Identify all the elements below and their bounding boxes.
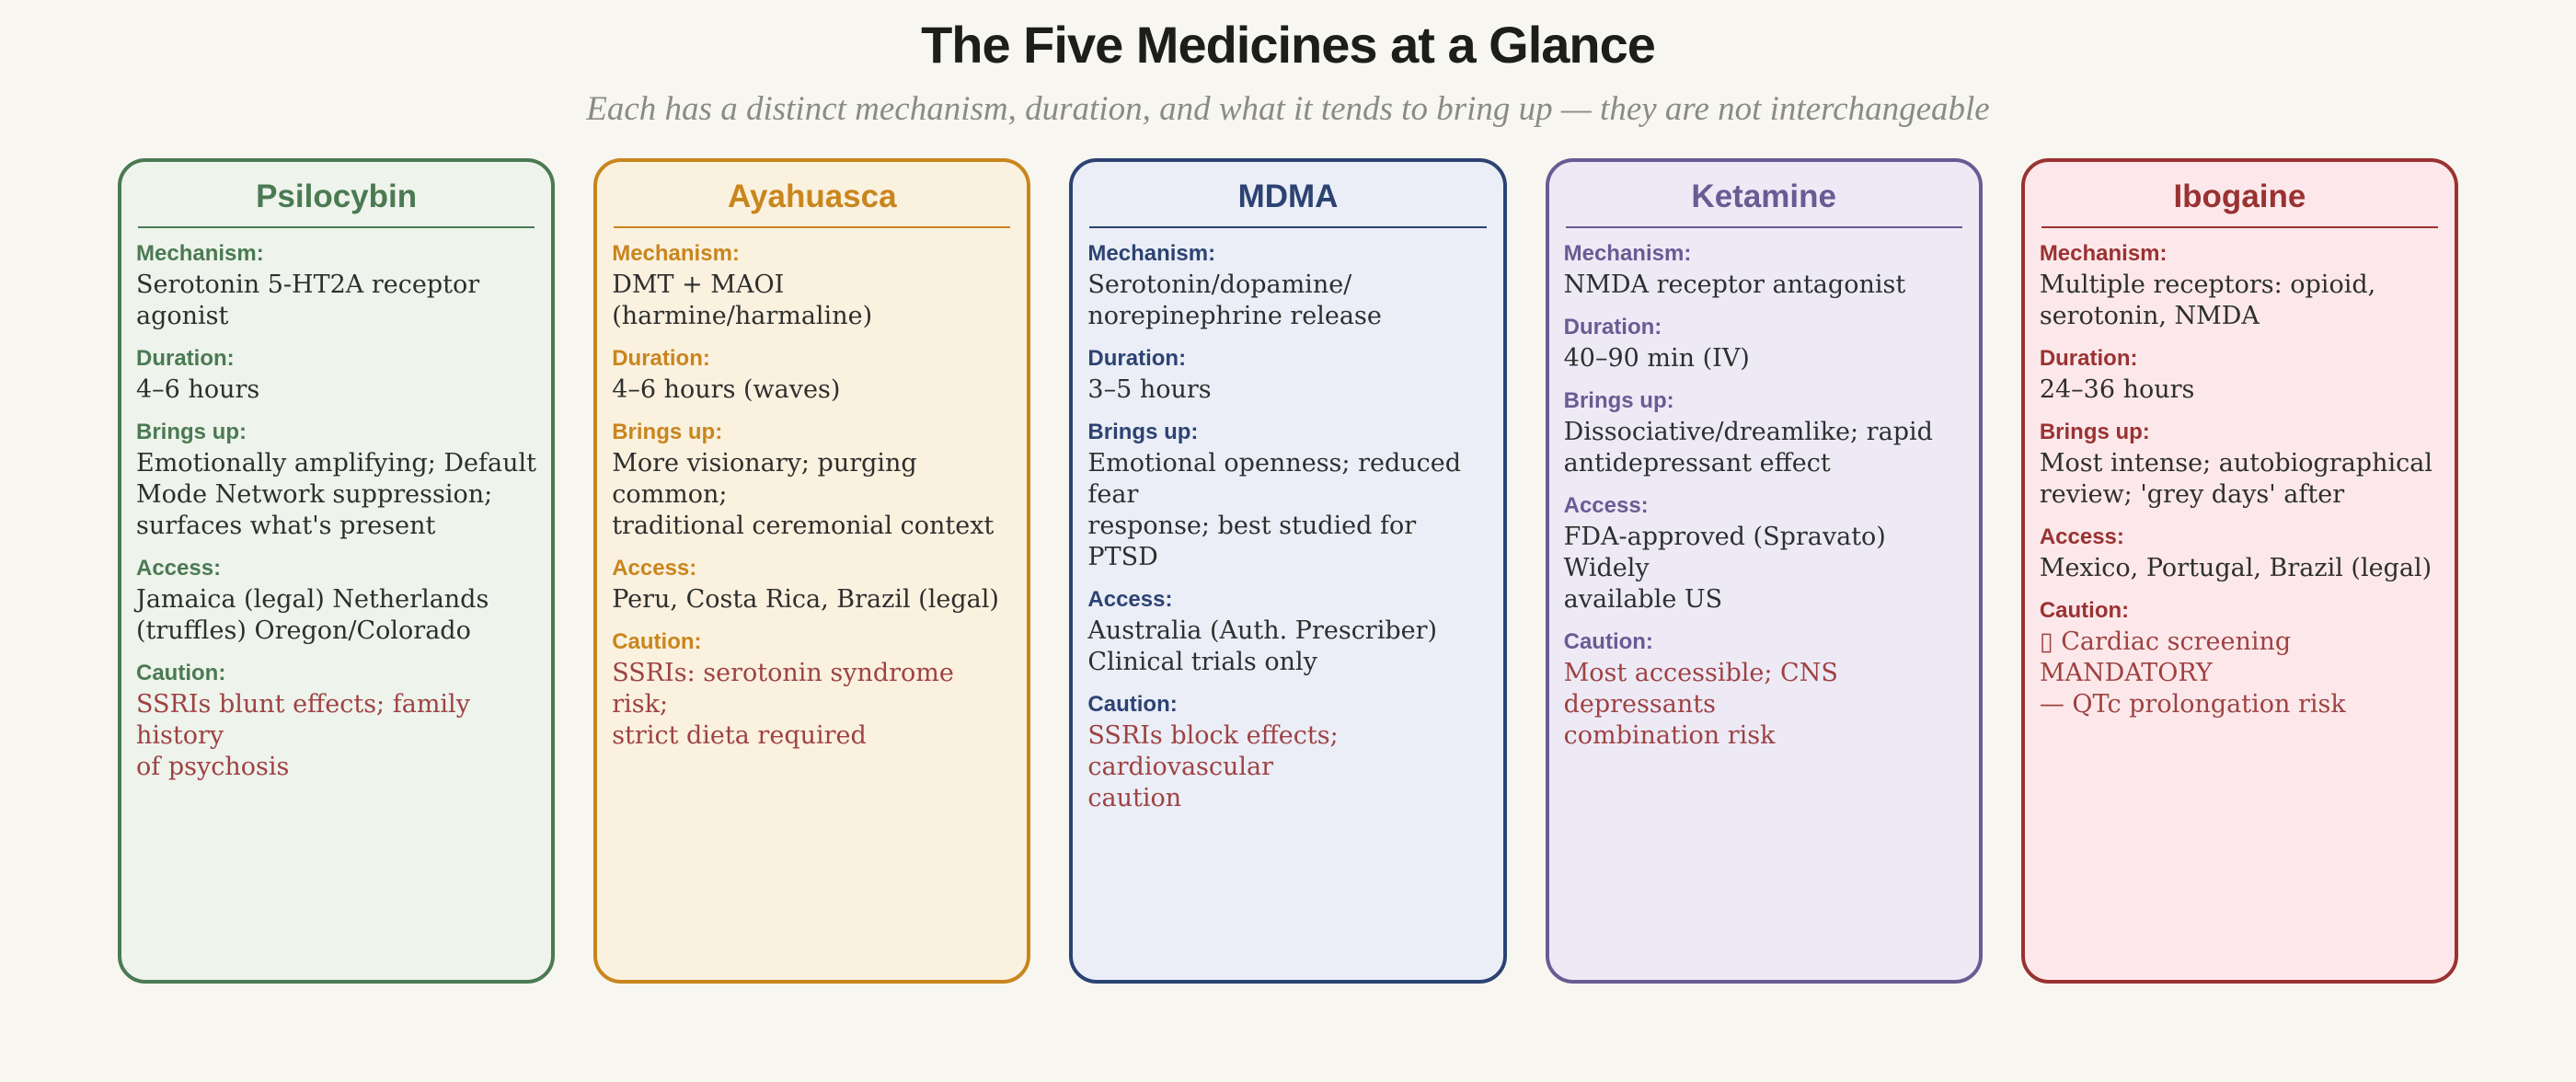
card-content: Mechanism: DMT + MAOI (harmine/harmaline… <box>597 228 1027 752</box>
section-caution: Caution: ▯ Cardiac screening MANDATORY —… <box>2040 598 2440 720</box>
caution-label: Caution: <box>1563 629 1653 654</box>
caution-value: ▯ Cardiac screening MANDATORY — QTc prol… <box>2039 627 2346 719</box>
mechanism-value: NMDA receptor antagonist <box>1563 270 1906 299</box>
duration-label: Duration: <box>1563 315 1662 340</box>
card-ayahuasca: Ayahuasca Mechanism: DMT + MAOI (harmine… <box>593 158 1031 984</box>
card-content: Mechanism: Multiple receptors: opioid, s… <box>2025 228 2455 720</box>
section-mechanism: Mechanism: Serotonin 5-HT2A receptor ago… <box>136 241 536 332</box>
access-value: Australia (Auth. Prescriber) Clinical tr… <box>1087 616 1438 676</box>
brings-up-label: Brings up: <box>2039 420 2150 444</box>
card-title-ibogaine: Ibogaine <box>2173 178 2306 214</box>
mechanism-value: DMT + MAOI (harmine/harmaline) <box>612 270 873 330</box>
section-caution: Caution: SSRIs: serotonin syndrome risk;… <box>612 629 1012 752</box>
duration-value: 3–5 hours <box>1087 375 1212 404</box>
duration-value: 40–90 min (IV) <box>1563 344 1750 373</box>
section-caution: Caution: Most accessible; CNS depressant… <box>1564 629 1964 752</box>
duration-value: 4–6 hours (waves) <box>612 375 841 404</box>
section-duration: Duration: 4–6 hours (waves) <box>612 346 1012 406</box>
title-underline <box>2041 226 2439 228</box>
brings-up-label: Brings up: <box>1087 420 1199 444</box>
section-caution: Caution: SSRIs blunt effects; family his… <box>136 661 536 783</box>
duration-value: 4–6 hours <box>136 375 260 404</box>
page-title: The Five Medicines at a Glance <box>921 16 1656 74</box>
access-label: Access: <box>136 556 222 581</box>
section-access: Access: Australia (Auth. Prescriber) Cli… <box>1087 587 1488 678</box>
section-brings-up: Brings up: More visionary; purging commo… <box>612 420 1012 542</box>
card-content: Mechanism: Serotonin/dopamine/ norepinep… <box>1073 228 1502 814</box>
card-title-mdma: MDMA <box>1237 178 1339 214</box>
title-underline <box>1089 226 1487 228</box>
section-access: Access: Mexico, Portugal, Brazil (legal) <box>2040 524 2440 584</box>
access-label: Access: <box>1087 587 1173 612</box>
cards-row: Psilocybin Mechanism: Serotonin 5-HT2A r… <box>0 158 2576 984</box>
mechanism-value: Serotonin 5-HT2A receptor agonist <box>136 270 480 330</box>
duration-label: Duration: <box>2039 346 2138 371</box>
section-mechanism: Mechanism: DMT + MAOI (harmine/harmaline… <box>612 241 1012 332</box>
section-brings-up: Brings up: Most intense; autobiographica… <box>2040 420 2440 511</box>
mechanism-label: Mechanism: <box>1563 241 1692 266</box>
access-label: Access: <box>2039 524 2124 549</box>
section-duration: Duration: 24–36 hours <box>2040 346 2440 406</box>
card-content: Mechanism: NMDA receptor antagonist Dura… <box>1549 228 1979 752</box>
section-brings-up: Brings up: Emotionally amplifying; Defau… <box>136 420 536 542</box>
access-label: Access: <box>612 556 697 581</box>
duration-value: 24–36 hours <box>2039 375 2195 404</box>
brings-up-value: Most intense; autobiographical review; '… <box>2039 449 2432 509</box>
card-title-ketamine: Ketamine <box>1691 178 1836 214</box>
caution-value: SSRIs block effects; cardiovascular caut… <box>1087 721 1339 812</box>
mechanism-label: Mechanism: <box>1087 241 1216 266</box>
brings-up-value: Dissociative/dreamlike; rapid antidepres… <box>1563 418 1933 478</box>
card-psilocybin: Psilocybin Mechanism: Serotonin 5-HT2A r… <box>118 158 556 984</box>
access-value: Peru, Costa Rica, Brazil (legal) <box>612 585 999 614</box>
section-access: Access: Jamaica (legal) Netherlands (tru… <box>136 556 536 647</box>
page-subtitle: Each has a distinct mechanism, duration,… <box>586 90 1990 128</box>
section-caution: Caution: SSRIs block effects; cardiovasc… <box>1087 692 1488 814</box>
card-ibogaine: Ibogaine Mechanism: Multiple receptors: … <box>2020 158 2459 984</box>
section-access: Access: Peru, Costa Rica, Brazil (legal) <box>612 556 1012 616</box>
mechanism-label: Mechanism: <box>136 241 264 266</box>
mechanism-value: Serotonin/dopamine/ norepinephrine relea… <box>1087 270 1382 330</box>
access-label: Access: <box>1563 493 1649 518</box>
caution-value: Most accessible; CNS depressants combina… <box>1563 659 1838 750</box>
section-access: Access: FDA-approved (Spravato) Widely a… <box>1564 493 1964 616</box>
section-duration: Duration: 40–90 min (IV) <box>1564 315 1964 374</box>
section-duration: Duration: 4–6 hours <box>136 346 536 406</box>
access-value: Jamaica (legal) Netherlands (truffles) O… <box>136 585 489 645</box>
duration-label: Duration: <box>612 346 710 371</box>
title-underline <box>1565 226 1962 228</box>
section-mechanism: Mechanism: NMDA receptor antagonist <box>1564 241 1964 301</box>
duration-label: Duration: <box>1087 346 1187 371</box>
section-mechanism: Mechanism: Multiple receptors: opioid, s… <box>2040 241 2440 332</box>
mechanism-label: Mechanism: <box>2039 241 2168 266</box>
brings-up-value: More visionary; purging common; traditio… <box>612 449 995 540</box>
brings-up-label: Brings up: <box>1563 388 1674 413</box>
mechanism-value: Multiple receptors: opioid, serotonin, N… <box>2039 270 2376 330</box>
caution-label: Caution: <box>1087 692 1178 717</box>
section-brings-up: Brings up: Emotional openness; reduced f… <box>1087 420 1488 573</box>
access-value: Mexico, Portugal, Brazil (legal) <box>2039 554 2432 582</box>
brings-up-label: Brings up: <box>136 420 247 444</box>
section-brings-up: Brings up: Dissociative/dreamlike; rapid… <box>1564 388 1964 479</box>
caution-label: Caution: <box>612 629 702 654</box>
card-title-psilocybin: Psilocybin <box>256 178 418 214</box>
card-ketamine: Ketamine Mechanism: NMDA receptor antago… <box>1545 158 1983 984</box>
brings-up-label: Brings up: <box>612 420 723 444</box>
caution-value: SSRIs blunt effects; family history of p… <box>136 690 470 781</box>
mechanism-label: Mechanism: <box>612 241 740 266</box>
title-underline <box>138 226 535 228</box>
brings-up-value: Emotional openness; reduced fear respons… <box>1087 449 1462 571</box>
caution-value: SSRIs: serotonin syndrome risk; strict d… <box>612 659 954 750</box>
card-mdma: MDMA Mechanism: Serotonin/dopamine/ nore… <box>1069 158 1507 984</box>
caution-label: Caution: <box>136 661 226 685</box>
page-header: The Five Medicines at a Glance Each has … <box>0 15 2576 129</box>
section-mechanism: Mechanism: Serotonin/dopamine/ norepinep… <box>1087 241 1488 332</box>
title-underline <box>614 226 1011 228</box>
card-content: Mechanism: Serotonin 5-HT2A receptor ago… <box>121 228 551 783</box>
brings-up-value: Emotionally amplifying; Default Mode Net… <box>136 449 536 540</box>
caution-label: Caution: <box>2039 598 2130 623</box>
section-duration: Duration: 3–5 hours <box>1087 346 1488 406</box>
card-title-ayahuasca: Ayahuasca <box>728 178 897 214</box>
duration-label: Duration: <box>136 346 235 371</box>
access-value: FDA-approved (Spravato) Widely available… <box>1563 523 1886 614</box>
